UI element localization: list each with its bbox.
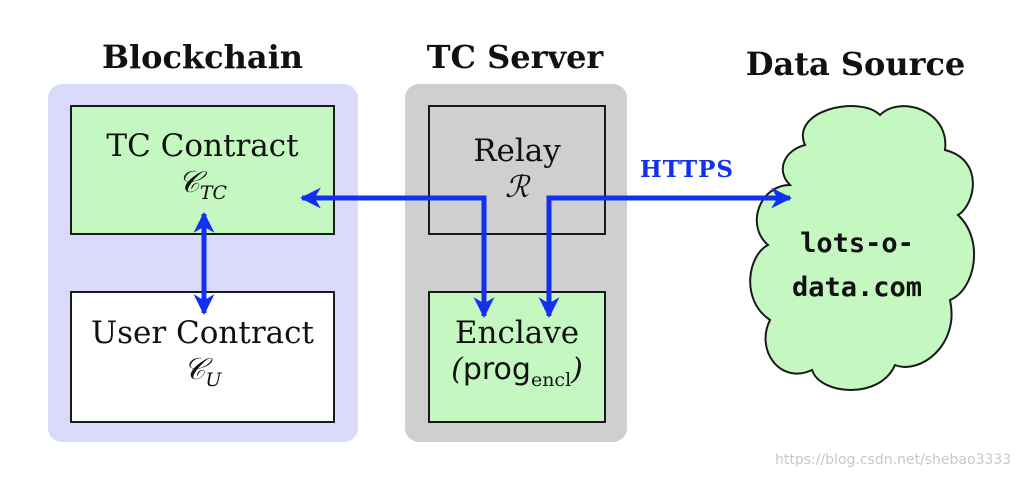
cloud-line-1: lots-o-	[800, 228, 914, 259]
tc-contract-label: TC Contract	[106, 128, 299, 164]
user-contract-label: User Contract	[91, 315, 314, 351]
arrow-enclave-to-datasource	[538, 187, 793, 319]
data-source-heading: Data Source	[745, 45, 966, 83]
tc-server-heading: TC Server	[426, 38, 604, 76]
watermark: https://blog.csdn.net/shebao3333	[775, 452, 1012, 468]
arrow-contract-to-enclave	[299, 187, 495, 319]
user-contract-symbol: 𝒞U	[183, 352, 222, 391]
https-label: HTTPS	[640, 156, 735, 183]
blockchain-heading: Blockchain	[101, 38, 304, 76]
relay-symbol: ℛ	[505, 170, 529, 205]
enclave-program: (progencl)	[451, 352, 583, 391]
tc-contract-symbol: 𝒞TC	[177, 165, 228, 204]
relay-label: Relay	[473, 133, 561, 169]
cloud-line-2: data.com	[791, 272, 923, 303]
cloud-text: lots-o- data.com	[768, 222, 946, 310]
enclave-label: Enclave	[454, 315, 580, 351]
